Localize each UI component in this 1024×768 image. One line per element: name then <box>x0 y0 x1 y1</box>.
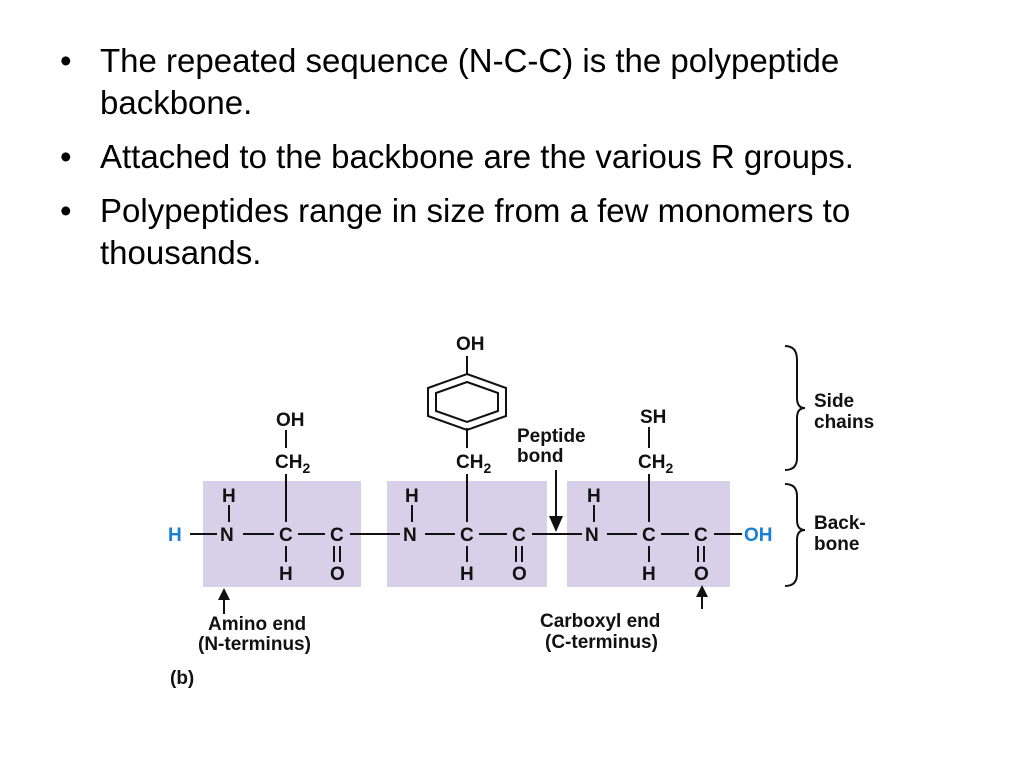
atom-c-alpha: C <box>460 525 474 546</box>
atom-sh: SH <box>640 407 666 428</box>
bullet-text: Attached to the backbone are the various… <box>100 138 854 175</box>
atom-h: H <box>460 564 474 585</box>
bullet-dot: • <box>60 192 72 229</box>
carboxyl-end-label: (C-terminus) <box>545 632 658 653</box>
atom-c-alpha: C <box>279 525 293 546</box>
c-terminal-oh: OH <box>744 525 773 546</box>
amino-end-label: (N-terminus) <box>198 634 311 655</box>
atom-ch2: CH2 <box>638 452 673 476</box>
atom-o: O <box>330 564 345 585</box>
side-chains-label: Side <box>814 391 854 412</box>
atom-n: N <box>403 525 417 546</box>
bullet-item: • Polypeptides range in size from a few m… <box>56 190 996 274</box>
n-terminal-h: H <box>168 525 182 546</box>
carboxyl-end-label: Carboxyl end <box>540 611 660 632</box>
atom-c-carbonyl: C <box>512 525 526 546</box>
atom-c-carbonyl: C <box>694 525 708 546</box>
atom-ch2: CH2 <box>456 452 491 476</box>
atom-oh: OH <box>456 334 485 355</box>
atom-n: N <box>220 525 234 546</box>
atom-n: N <box>585 525 599 546</box>
peptide-bond-arrowhead <box>549 516 563 532</box>
peptide-bond-label: Peptide <box>517 426 586 447</box>
bullet-item: • Attached to the backbone are the variou… <box>56 136 996 178</box>
side-chains-label: chains <box>814 412 874 433</box>
atom-h: H <box>587 486 601 507</box>
atom-o: O <box>512 564 527 585</box>
bullet-text: Polypeptides range in size from a few mo… <box>100 192 851 271</box>
bullet-text: The repeated sequence (N-C-C) is the pol… <box>100 42 840 121</box>
carboxyl-end-arrowhead <box>696 585 708 597</box>
backbone-label: bone <box>814 534 859 555</box>
residue-box-1 <box>203 481 361 587</box>
bullet-dot: • <box>60 138 72 175</box>
atom-c-carbonyl: C <box>330 525 344 546</box>
amino-end-label: Amino end <box>208 614 306 635</box>
atom-o: O <box>694 564 709 585</box>
atom-h: H <box>642 564 656 585</box>
bullet-item: • The repeated sequence (N-C-C) is the po… <box>56 40 996 124</box>
bullet-dot: • <box>60 42 72 79</box>
atom-h: H <box>222 486 236 507</box>
bullet-list: • The repeated sequence (N-C-C) is the po… <box>56 40 996 286</box>
peptide-bond-label: bond <box>517 446 563 467</box>
amino-end-arrowhead <box>218 588 230 600</box>
atom-h: H <box>405 486 419 507</box>
backbone-label: Back- <box>814 513 866 534</box>
atom-h: H <box>279 564 293 585</box>
panel-label: (b) <box>170 668 194 689</box>
atom-oh: OH <box>276 410 305 431</box>
atom-ch2: CH2 <box>275 452 310 476</box>
atom-c-alpha: C <box>642 525 656 546</box>
